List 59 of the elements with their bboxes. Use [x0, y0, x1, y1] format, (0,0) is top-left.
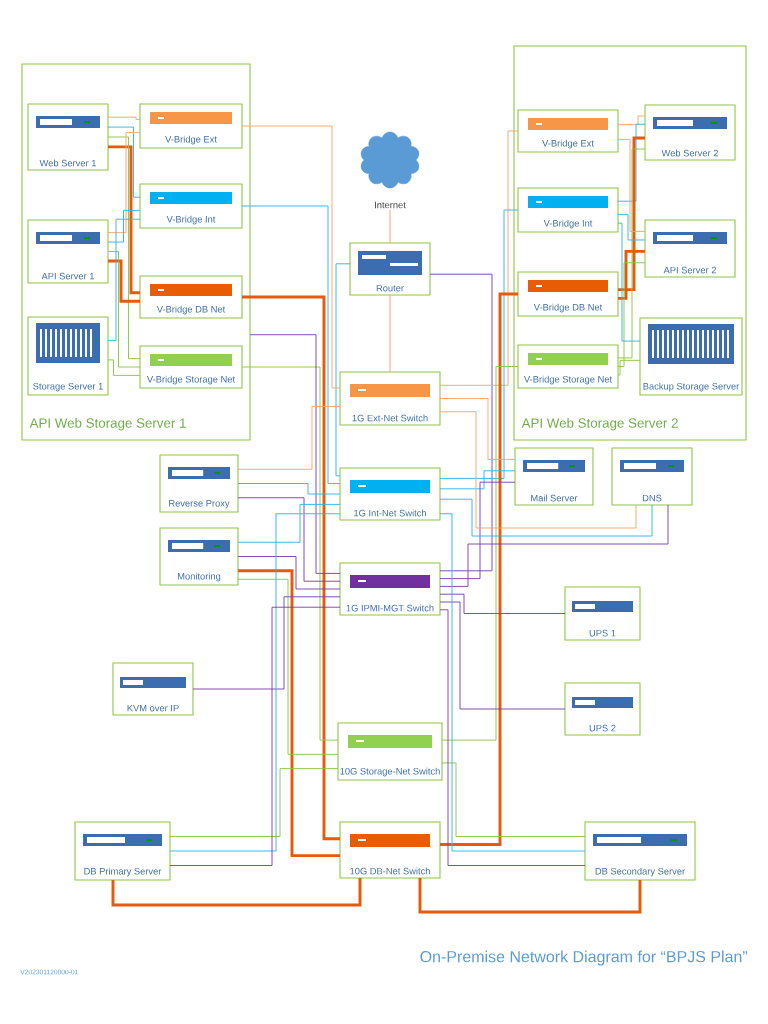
cable-line [107, 132, 141, 234]
cable-line [107, 126, 141, 198]
cable-line [439, 411, 637, 529]
cable-line [441, 762, 586, 837]
cable-line [241, 366, 339, 741]
cable-line [107, 209, 141, 243]
cable-line [389, 294, 391, 373]
cable-line [617, 148, 646, 359]
cable-line [192, 596, 341, 690]
diagram-title: On-Premise Network Diagram for “BPJS Plan” [420, 950, 748, 966]
cable-line [249, 334, 341, 574]
cable-line [439, 209, 519, 479]
cable-line [107, 116, 141, 120]
cable-line [439, 130, 519, 386]
cable-line [618, 249, 645, 300]
cable-line [617, 123, 646, 202]
cable-line [237, 503, 341, 543]
cable-line [169, 606, 341, 866]
cable-line [169, 768, 339, 837]
cable-line [441, 366, 519, 741]
cable-line [242, 295, 340, 841]
cable-line [238, 569, 340, 858]
cable-line [617, 213, 646, 241]
cable-line [107, 218, 141, 341]
cable-line [237, 497, 341, 582]
cable-line [237, 556, 341, 590]
cable-line [617, 262, 646, 367]
cable-line [429, 273, 493, 572]
cable-line [107, 359, 141, 376]
cable-line [618, 136, 645, 292]
cable-line [108, 145, 140, 295]
cable-line [241, 205, 341, 485]
cable-line [439, 470, 516, 490]
cable-line [169, 513, 341, 852]
cable-line [237, 483, 341, 495]
cable-line [107, 136, 141, 360]
cable-line [617, 359, 641, 376]
cable-line [237, 578, 339, 755]
cable-line [439, 601, 566, 710]
cable-line [418, 878, 642, 914]
cable-line [439, 398, 516, 460]
cable-line [111, 878, 362, 907]
cable-line [439, 504, 669, 587]
cable-line [439, 481, 516, 580]
cable-line [617, 222, 641, 342]
cloud-label: Internet [375, 201, 406, 209]
cable-line [237, 406, 341, 470]
cable-line [241, 125, 341, 389]
cable-line [107, 251, 141, 368]
cable-line [439, 593, 566, 614]
cable-line [440, 292, 518, 846]
cable-line [439, 498, 653, 537]
cable-line [617, 115, 646, 126]
cable-line [335, 263, 351, 477]
cable-line [617, 138, 646, 232]
cable-line [439, 609, 586, 866]
cable-line [108, 259, 140, 303]
cable-line [389, 209, 391, 244]
cable-line [439, 513, 586, 852]
